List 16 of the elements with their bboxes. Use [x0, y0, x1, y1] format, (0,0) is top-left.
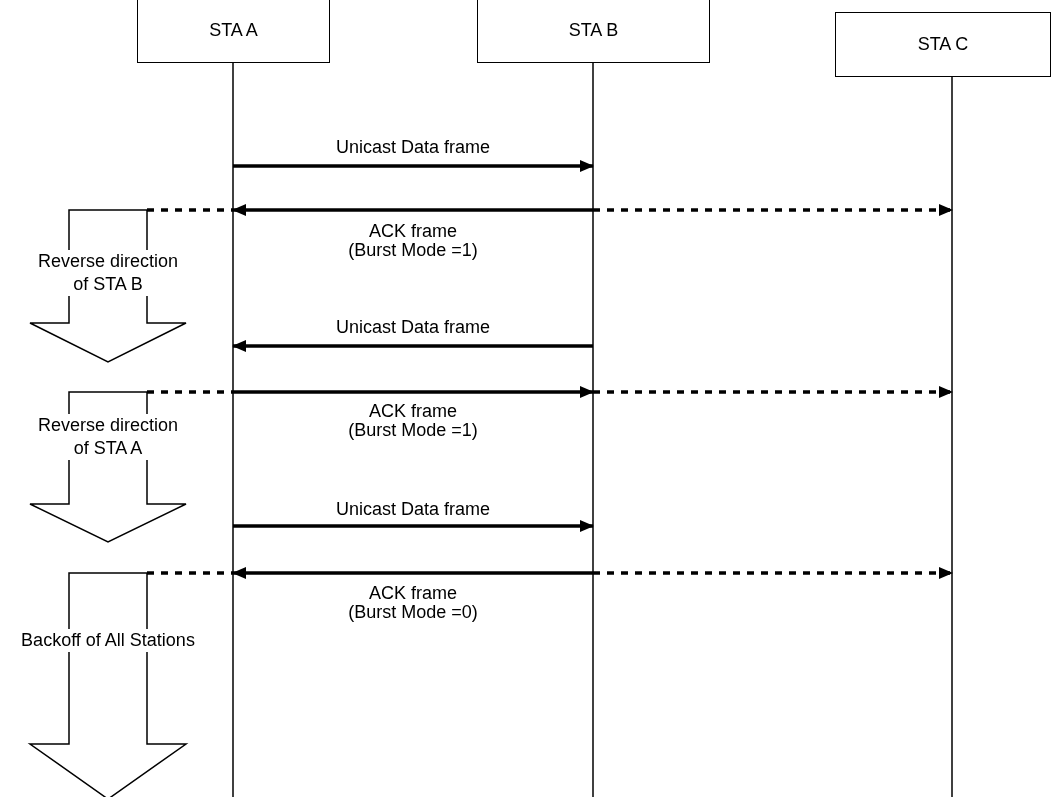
station-box: STA A [137, 0, 330, 63]
message-arrow [232, 567, 593, 579]
dashed-line [147, 208, 233, 212]
station-box: STA C [835, 12, 1051, 77]
message-arrow [233, 160, 594, 172]
dashed-line [147, 571, 233, 575]
message-arrow [233, 520, 594, 532]
station-box: STA B [477, 0, 710, 63]
message-arrow [232, 340, 593, 352]
dashed-line [147, 390, 233, 394]
dashed-arrow [593, 204, 953, 216]
message-arrow [233, 386, 594, 398]
message-arrow [232, 204, 593, 216]
phase-label: Backoff of All Stations [21, 629, 195, 652]
dashed-arrow [593, 386, 953, 398]
dashed-arrow [593, 567, 953, 579]
